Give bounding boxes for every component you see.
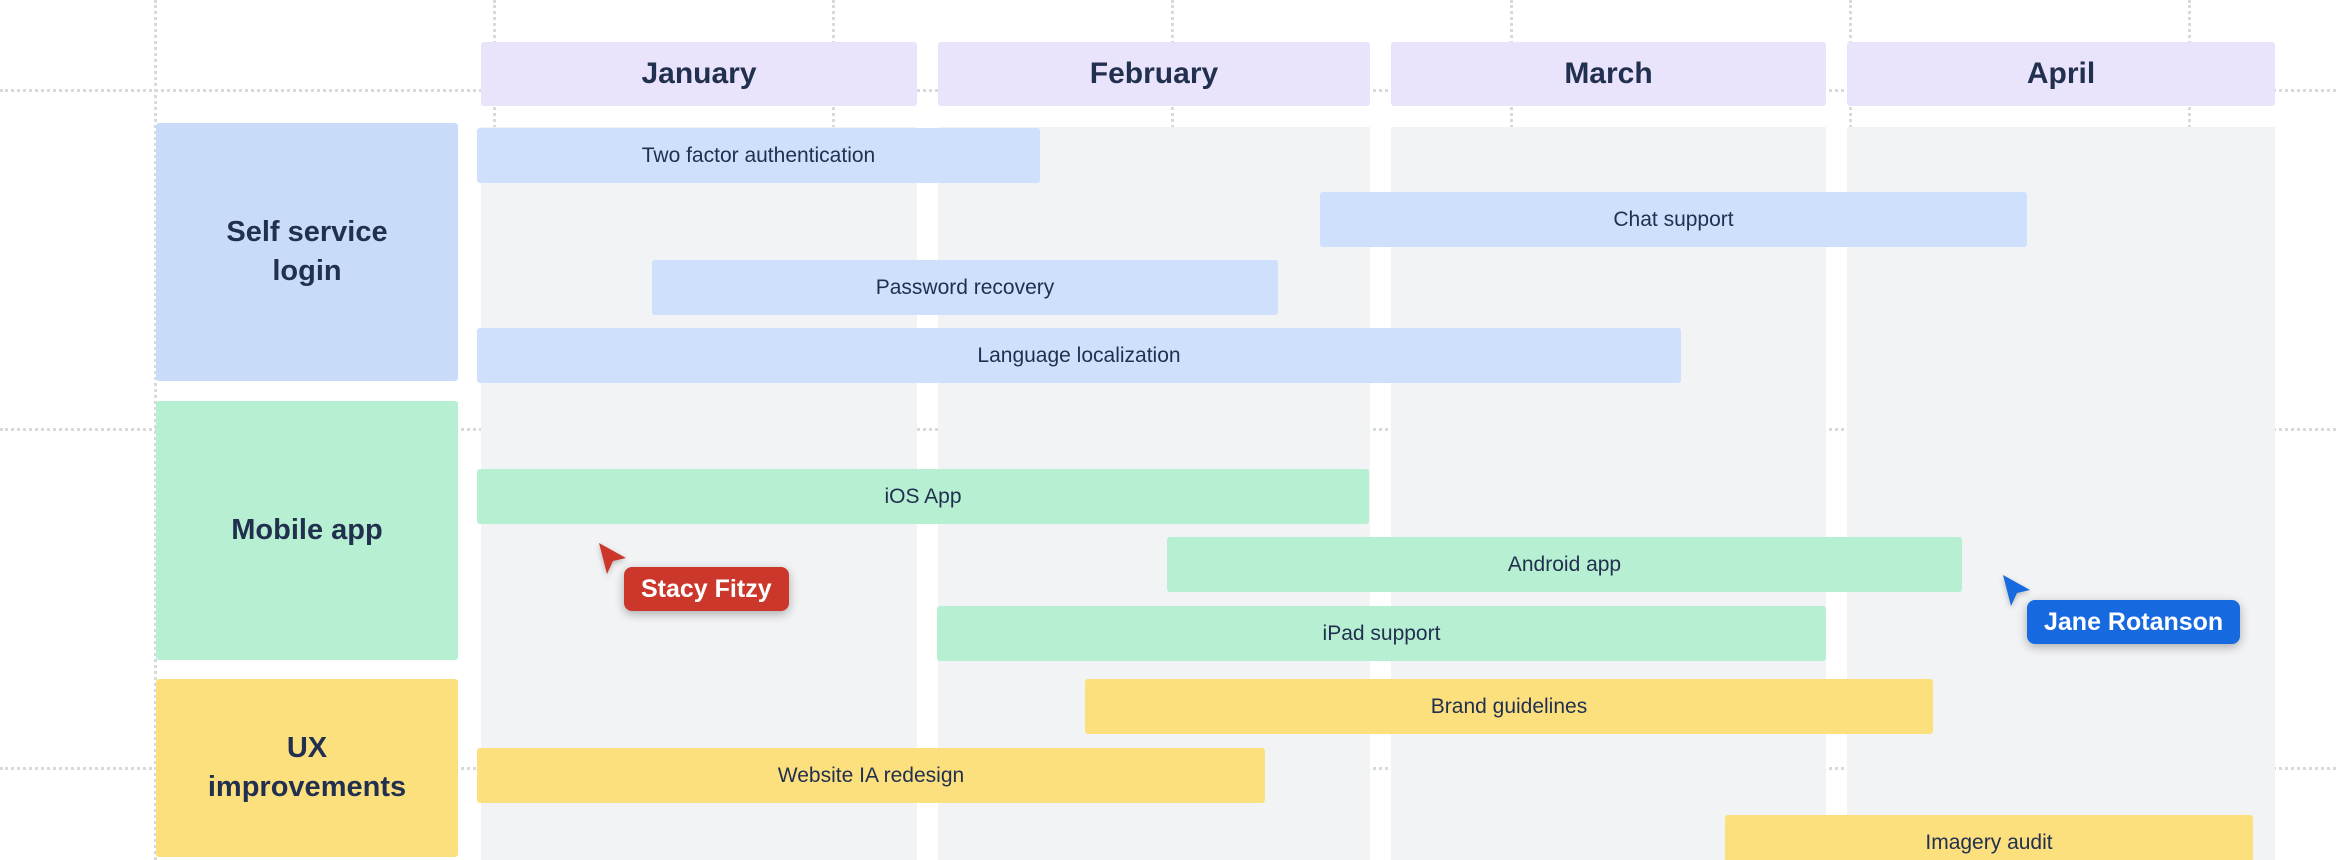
task-bar-language-localization[interactable]: Language localization xyxy=(477,328,1681,383)
month-header-february[interactable]: February xyxy=(938,42,1370,106)
column-bg-march xyxy=(1391,127,1826,860)
task-bar-two-factor-authentication[interactable]: Two factor authentication xyxy=(477,128,1040,183)
cursor-arrow-icon xyxy=(599,543,626,574)
category-box-self-service-login[interactable]: Self service login xyxy=(156,123,458,381)
task-bar-website-ia-redesign[interactable]: Website IA redesign xyxy=(477,748,1265,803)
task-bar-ios-app[interactable]: iOS App xyxy=(477,469,1369,524)
task-bar-imagery-audit[interactable]: Imagery audit xyxy=(1725,815,2253,860)
collaborator-cursor-jane xyxy=(2001,574,2033,608)
task-bar-android-app[interactable]: Android app xyxy=(1167,537,1962,592)
collaborator-name-badge: Jane Rotanson xyxy=(2027,600,2241,644)
task-bar-ipad-support[interactable]: iPad support xyxy=(937,606,1826,661)
column-bg-april xyxy=(1847,127,2275,860)
month-header-march[interactable]: March xyxy=(1391,42,1826,106)
collaborator-name-badge: Stacy Fitzy xyxy=(624,567,789,611)
category-box-ux-improvements[interactable]: UX improvements xyxy=(156,679,458,857)
task-bar-password-recovery[interactable]: Password recovery xyxy=(652,260,1278,315)
task-bar-brand-guidelines[interactable]: Brand guidelines xyxy=(1085,679,1933,734)
month-header-january[interactable]: January xyxy=(481,42,917,106)
month-header-april[interactable]: April xyxy=(1847,42,2275,106)
task-bar-chat-support[interactable]: Chat support xyxy=(1320,192,2027,247)
collaborator-cursor-stacy xyxy=(597,542,629,576)
cursor-arrow-icon xyxy=(2003,575,2030,606)
category-box-mobile-app[interactable]: Mobile app xyxy=(156,401,458,660)
